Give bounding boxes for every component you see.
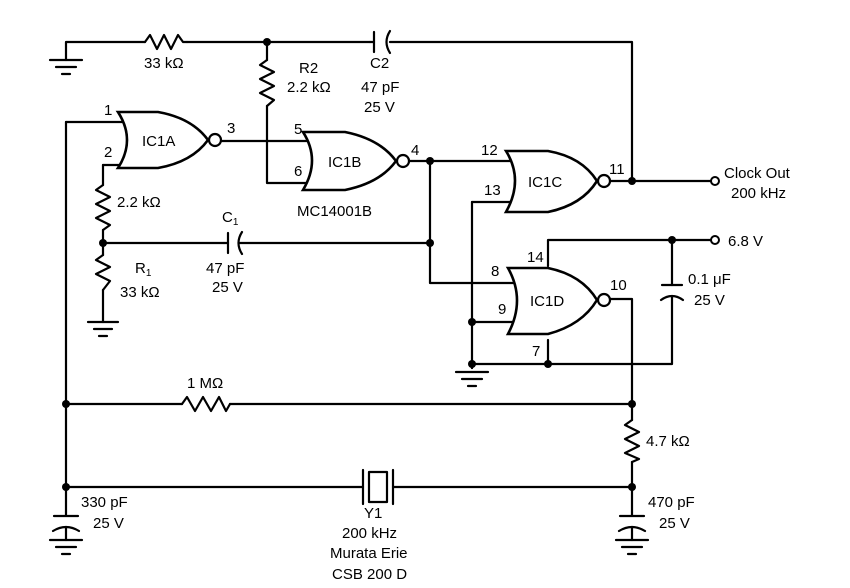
pin-number: 1 [104, 102, 112, 119]
capacitor-bypass-value: 0.1 μF [688, 271, 731, 288]
pin-number: 14 [527, 249, 544, 266]
crystal-y1-icon [361, 468, 395, 506]
pin-number: 2 [104, 144, 112, 161]
clock-out-label: Clock Out [724, 165, 791, 182]
c1-value: 47 pF [206, 260, 244, 277]
pin-number: 10 [610, 277, 627, 294]
capacitor-right-voltage: 25 V [659, 515, 690, 532]
c2-value: 47 pF [361, 79, 399, 96]
resistor-4k7-icon [623, 418, 641, 464]
resistor-r2-icon [258, 58, 276, 108]
gate-label-ic1c: IC1C [528, 174, 562, 191]
pin-number: 5 [294, 121, 302, 138]
r1-value: 33 kΩ [120, 284, 160, 301]
pin-number: 11 [609, 161, 625, 178]
nor-gate-ic1b [300, 130, 411, 192]
capacitor-right-470p-icon [617, 510, 647, 533]
capacitor-right-value: 470 pF [648, 494, 695, 511]
clock-out-terminal-icon [710, 176, 720, 186]
ground-right-cap-icon [614, 538, 650, 556]
capacitor-bypass-icon [659, 283, 685, 302]
pin-number: 7 [532, 343, 540, 360]
c2-name: C2 [370, 55, 389, 72]
crystal-frequency: 200 kHz [342, 525, 397, 542]
gate-label-ic1b: IC1B [328, 154, 361, 171]
nor-gate-ic1a [115, 110, 223, 170]
r2-name: R2 [299, 60, 318, 77]
resistor-feedback-value: 1 MΩ [187, 375, 223, 392]
pin-number: 13 [484, 182, 501, 199]
capacitor-bypass-voltage: 25 V [694, 292, 725, 309]
c1-voltage: 25 V [212, 279, 243, 296]
crystal-part: CSB 200 D [332, 566, 407, 583]
resistor-1meg-icon [180, 395, 232, 413]
junction-dots [62, 38, 676, 491]
supply-voltage-label: 6.8 V [728, 233, 763, 250]
pin-number: 4 [411, 142, 419, 159]
crystal-name: Y1 [364, 505, 382, 522]
pin-number: 8 [491, 263, 499, 280]
chip-part-number: MC14001B [297, 203, 372, 220]
capacitor-c2-icon [368, 29, 392, 55]
pin-number: 3 [227, 120, 235, 137]
resistor-r1-icon [94, 253, 112, 292]
capacitor-left-330p-icon [51, 510, 81, 533]
r1-name: R1 [135, 260, 152, 279]
gate-label-ic1d: IC1D [530, 293, 564, 310]
clock-out-frequency: 200 kHz [731, 185, 786, 202]
capacitor-left-voltage: 25 V [93, 515, 124, 532]
pin-number: 9 [498, 301, 506, 318]
resistor-top-33k-icon [143, 33, 189, 51]
supply-terminal-icon [710, 235, 720, 245]
ground-r1-icon [86, 320, 120, 338]
resistor-left-value: 2.2 kΩ [117, 194, 161, 211]
capacitor-left-value: 330 pF [81, 494, 128, 511]
resistor-left-2k2-icon [94, 183, 112, 232]
resistor-output-value: 4.7 kΩ [646, 433, 690, 450]
nor-gate-ic1d [505, 266, 612, 336]
c2-voltage: 25 V [364, 99, 395, 116]
pin-number: 6 [294, 163, 302, 180]
gate-label-ic1a: IC1A [142, 133, 175, 150]
pin-number: 12 [481, 142, 498, 159]
resistor-top-value: 33 kΩ [144, 55, 184, 72]
ground-top-left-icon [48, 58, 84, 76]
r2-value: 2.2 kΩ [287, 79, 331, 96]
nor-gate-ic1c [503, 149, 612, 214]
capacitor-c1-icon [222, 230, 244, 256]
ground-left-cap-icon [48, 538, 84, 556]
c1-name: C1 [222, 209, 239, 228]
crystal-maker: Murata Erie [330, 545, 408, 562]
